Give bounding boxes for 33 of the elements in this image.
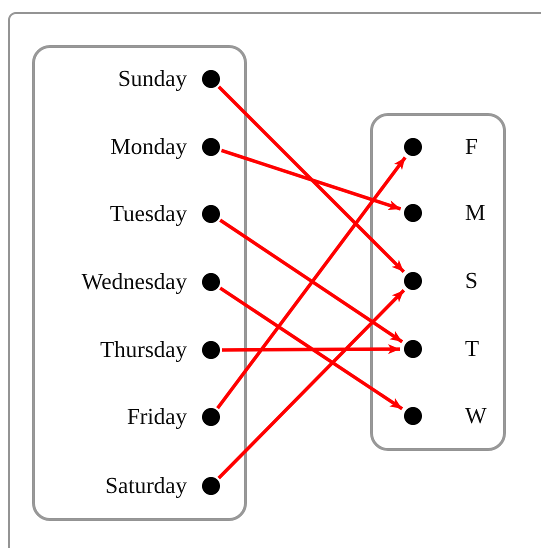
arrow <box>217 289 406 480</box>
day-label: W <box>465 403 487 429</box>
day-label: Thursday <box>100 337 187 363</box>
day-label: Tuesday <box>110 201 187 227</box>
dot <box>202 341 220 359</box>
group-box <box>370 113 506 451</box>
dot <box>404 138 422 156</box>
day-label: Wednesday <box>82 269 187 295</box>
day-label: Saturday <box>105 473 187 499</box>
dot <box>202 477 220 495</box>
dot <box>202 408 220 426</box>
day-label: T <box>465 336 480 362</box>
dot <box>404 272 422 290</box>
arrow <box>219 218 404 344</box>
day-label: F <box>465 134 478 160</box>
arrow <box>220 148 402 211</box>
dot <box>202 70 220 88</box>
arrow <box>216 156 407 410</box>
arrow <box>218 86 406 274</box>
arrow <box>222 344 400 354</box>
dot <box>202 138 220 156</box>
day-label: S <box>465 268 478 294</box>
group-box <box>32 45 247 521</box>
dot <box>404 407 422 425</box>
dot <box>202 205 220 223</box>
day-label: M <box>465 200 486 226</box>
arrow <box>219 286 404 410</box>
day-label: Sunday <box>118 66 187 92</box>
day-label: Friday <box>126 404 187 430</box>
dot <box>202 273 220 291</box>
dot <box>404 204 422 222</box>
day-label: Monday <box>110 134 187 160</box>
dot <box>404 340 422 358</box>
